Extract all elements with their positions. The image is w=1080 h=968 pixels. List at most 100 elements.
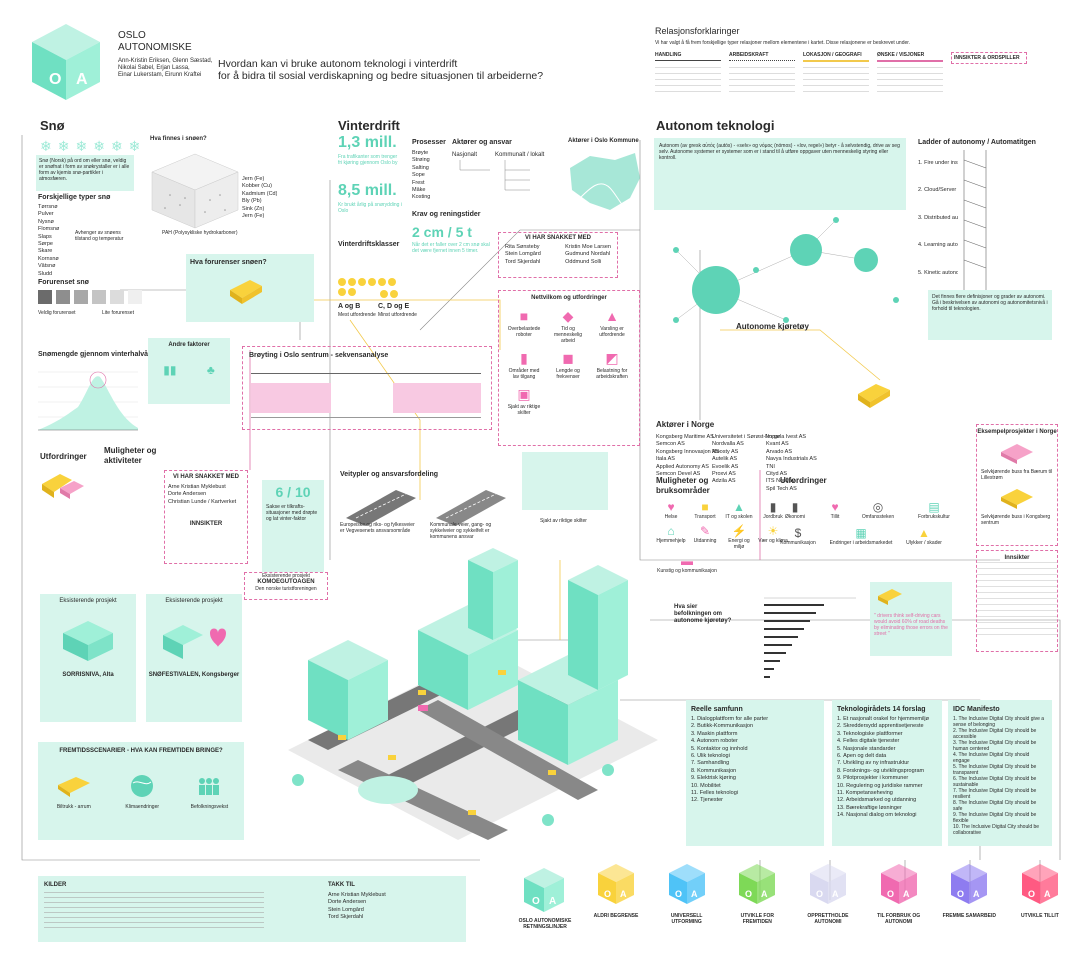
sno-types-title: Forskjellige typer snø [38, 194, 111, 201]
pollution-scale [38, 290, 142, 304]
broyting-box: Brøyting i Oslo sentrum - sekvensanalyse [242, 346, 492, 430]
sno-types-note: Avhenger av snøens tilstand og temperatu… [75, 230, 124, 242]
challenges-box: Nettvilkom og utfordringer ■Overbelasted… [498, 290, 640, 446]
svg-text:O: O [745, 889, 752, 899]
class-a-label: A og B [338, 303, 361, 310]
dollar-icon: $ [794, 526, 802, 540]
snowflake-icon: ❄ [110, 138, 123, 154]
reell-box: Reelle samfunn 1. Dialogplattform for al… [686, 700, 824, 846]
transport-icon: ■ [701, 500, 709, 514]
vei-b-text: Kommunale veier, gang- og sykkelveier og… [430, 522, 492, 540]
bus-icon [1001, 444, 1033, 464]
car-pink-icon [60, 481, 84, 499]
opps-grid: ♥Helse ■Transport ▲IT og skolen ▮Jordbru… [656, 500, 788, 574]
actors-municipal: Kommunalt / lokalt [495, 152, 545, 158]
class-c-label: C, D og E [378, 303, 410, 310]
relation-onske: ØNSKE / VISJONER [877, 52, 943, 64]
plant-icon: ♣ [206, 363, 215, 377]
vei-a-text: Europeiske og riks- og fylkesveier er Ve… [340, 522, 415, 534]
what-in-snow-list: Jern (Fe)Kobber (Cu)Kadmium (Cd)Bly (Pb)… [242, 176, 278, 220]
future-box: FREMTIDSSCENARIER - HVA KAN FREMTIDEN BR… [38, 742, 244, 840]
ladder-icon [963, 150, 987, 290]
snowflake-icon: ❄ [75, 138, 88, 154]
snowfall-chart [38, 371, 138, 431]
vinterdrift-title: Vinterdrift [338, 118, 400, 133]
authors: Ann-Kristin Eriksen, Glenn Sæstad, Nikol… [118, 58, 213, 78]
trust-heart-icon: ♥ [831, 500, 839, 514]
logo-cube-icon: O A [32, 24, 100, 100]
relation-innsikter: INNSIKTER & ORDSPILLER [951, 52, 1027, 64]
relation-lokasjon: LOKASJON / GEOGRAFI [803, 52, 869, 64]
actors-title: Aktører og ansvar [452, 139, 512, 146]
stat-1: 1,3 mill. [338, 134, 397, 151]
autonom-chal-title: Utfordringer [780, 476, 827, 485]
relations-title: Relasjonsforklaringer [655, 26, 740, 36]
coins-icons [338, 278, 396, 296]
farm-icon: ▮ [769, 500, 777, 514]
utfordringer-title: Utfordringer [40, 452, 87, 461]
svg-text:A: A [620, 889, 627, 899]
talked-box: VI HAR SNAKKET MED Arne Kristian Myklebu… [164, 470, 248, 564]
actor-network [673, 217, 899, 323]
autonomous-vehicle-icon [858, 384, 890, 408]
pollution-low-label: Veldig forurenset [38, 310, 76, 316]
map-title: Aktører i Oslo Kommune [568, 138, 639, 144]
muligheter-title: Muligheter og aktiviteter [104, 446, 157, 465]
pollution-high-label: Lite forurenset [102, 310, 134, 316]
heart-icon: ♥ [667, 500, 675, 514]
snow-block-icon [151, 153, 239, 229]
quote-box: " drivers think self-driving cars would … [870, 582, 952, 656]
ladder-note: Det finnes flere definisjoner og grader … [928, 290, 1052, 340]
building-icon [63, 621, 113, 661]
education-icon: ✎ [699, 524, 711, 538]
autonomous-car-icon [878, 589, 902, 605]
svg-text:A: A [973, 889, 980, 899]
snowflake-icon: ❄ [128, 138, 141, 154]
autonom-intro: Autonom (av gresk αὐτός (autós) - «selv»… [654, 138, 906, 210]
truck-icon [42, 474, 72, 498]
requirement-text: Når det er faller over 2 cm snø skal det… [412, 242, 490, 254]
org-name: OSLO AUTONOMISKE [118, 30, 192, 53]
relations-legend: Relasjonsforklaringer Vi har valgt å få … [655, 26, 1055, 97]
coins-small-icons [380, 290, 398, 298]
ladder-left: 1. Fire under institutional autonomy2. C… [918, 160, 958, 276]
work-icon: ▦ [855, 526, 867, 540]
processes-title: Prosesser [412, 139, 446, 146]
pollution-title: Forurenset snø [38, 279, 89, 286]
relations-intro: Vi har valgt å få frem forskjellige type… [655, 40, 911, 46]
opps-title: Muligheter og bruksområder [656, 476, 710, 495]
svg-text:A: A [903, 889, 910, 899]
project-box: Eksisterende prosjekt KOMOEGUTOAGEN Den … [244, 572, 328, 600]
accident-icon: ▲ [918, 526, 930, 540]
heart-building-icon [163, 625, 226, 659]
money-icon: ▮ [791, 500, 799, 514]
sno-quote: Snø (Norsk) på ord om eller snø, veldig … [36, 155, 134, 191]
chat-icon: ▬ [681, 554, 693, 568]
class-c-text: Minst utfordrende [378, 312, 417, 318]
requirement-value: 2 cm / 5 t [412, 224, 472, 240]
roads-illustration [346, 490, 506, 526]
truck-icon [230, 280, 262, 304]
project1-box: Eksisterende prosjekt SORRISNIVA, Alta [40, 594, 136, 722]
svg-text:A: A [761, 889, 768, 899]
scope-icon: ◎ [872, 500, 884, 514]
